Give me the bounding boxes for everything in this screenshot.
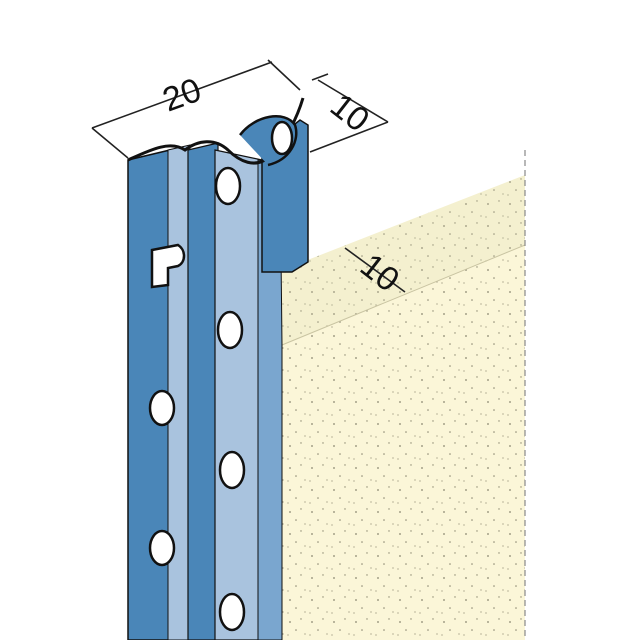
plaster-top-face-texture [282,175,525,345]
profile-perforations [148,120,294,632]
plaster-layer [281,150,526,640]
perforation-hole [218,592,246,632]
dimension-label-width: 20 [158,71,207,120]
dimension-label-depth: 10 [323,86,376,139]
dimension-profile-depth: 10 [309,73,389,153]
profile-channel [187,142,219,640]
profile-front-face [214,149,263,640]
perforation-hole [148,389,176,427]
perforation-hole [150,243,186,289]
perforation-hole [218,450,246,490]
plaster-edge-line [281,244,526,346]
perforation-hole [216,310,244,350]
perforation-hole [148,529,176,567]
perforation-hole [270,120,294,156]
plaster-front-face-texture [282,245,525,640]
perforation-hole [214,166,242,206]
profile-back-light-strip [167,144,191,640]
plaster-bead-profile [127,97,309,640]
